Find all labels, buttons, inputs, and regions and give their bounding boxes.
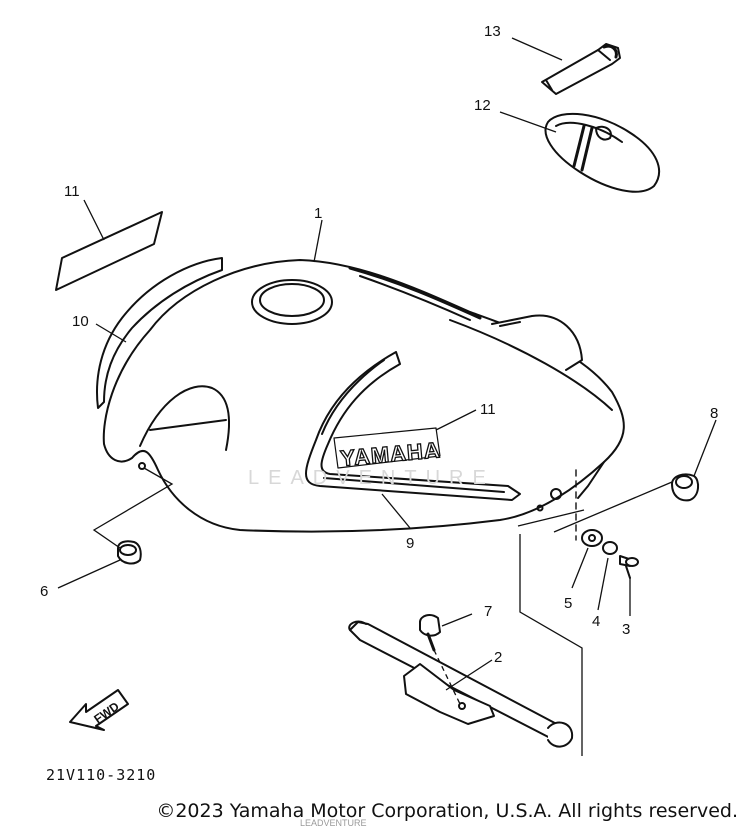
fwd-arrow (69, 689, 129, 731)
leader-7-drop (433, 649, 461, 705)
part-2-bracket (348, 620, 574, 748)
part-6-bolt (117, 540, 142, 565)
leader-5 (571, 547, 589, 589)
callout-13: 13 (484, 23, 501, 40)
part-3-bolt (619, 555, 639, 579)
leader-right-bracket (517, 509, 585, 527)
leader-9 (381, 493, 411, 529)
part-10-side-stripe (96, 257, 223, 409)
leader-4 (597, 557, 609, 611)
diagram-code: 21V110-3210 (46, 766, 156, 784)
watermark-text: LEADVENTURE (248, 467, 495, 489)
leader-8 (693, 419, 717, 477)
callout-1: 1 (314, 205, 322, 222)
leader-2 (445, 659, 493, 691)
leader-12 (499, 111, 557, 133)
part-1-fuel-tank (102, 259, 625, 541)
callout-6: 6 (40, 583, 48, 600)
callout-4: 4 (592, 613, 600, 630)
callout-9: 9 (406, 535, 414, 552)
part-9-side-emblem (305, 351, 521, 501)
leader-11a (83, 199, 105, 241)
leader-7 (441, 613, 473, 627)
callout-5: 5 (564, 595, 572, 612)
part-8-grommet (671, 473, 700, 502)
leader-1 (313, 219, 323, 263)
leader-6b (92, 467, 174, 549)
callout-3: 3 (622, 621, 630, 638)
callout-2: 2 (494, 649, 502, 666)
leader-10 (95, 323, 127, 343)
leader-11b (435, 409, 477, 431)
callout-7: 7 (484, 603, 492, 620)
leader-13 (511, 37, 563, 61)
part-4-spring-washer (602, 541, 618, 555)
callout-11-badge: 11 (480, 401, 496, 418)
callout-8: 8 (710, 405, 718, 422)
callout-10: 10 (72, 313, 89, 330)
leader-8b (553, 481, 673, 533)
part-11-decal-left (55, 211, 163, 291)
part-7-bolt (419, 614, 441, 652)
part-5-washer (581, 529, 603, 547)
part-11-yamaha-badge-plate (333, 427, 441, 469)
leader-bolt-down (519, 534, 583, 756)
copyright-notice: ©2023 Yamaha Motor Corporation, U.S.A. A… (156, 800, 738, 822)
watermark-small-text: LEADVENTURE (300, 818, 367, 828)
callout-12: 12 (474, 97, 491, 114)
part-12-tool-bag (544, 112, 660, 193)
part-13-band (541, 43, 621, 95)
callout-11-decal: 11 (64, 183, 80, 200)
leader-6 (57, 559, 121, 589)
